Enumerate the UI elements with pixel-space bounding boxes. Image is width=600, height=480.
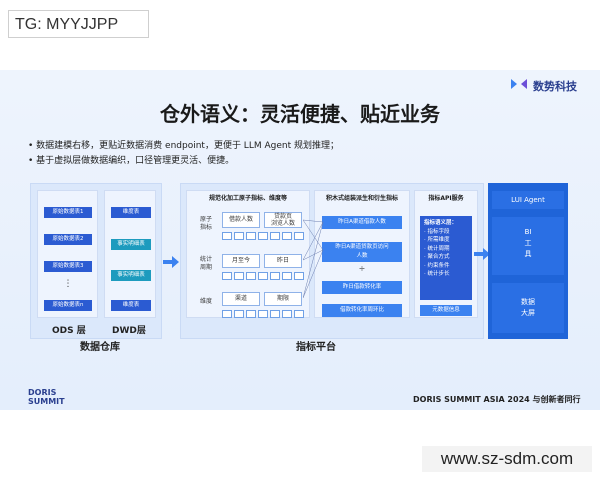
- doris-logo-line2: SUMMIT: [28, 397, 65, 406]
- footer-tagline: DORIS SUMMIT ASIA 2024 与创新者同行: [413, 395, 581, 404]
- dwd-fact-table-2: 事实明细表: [111, 270, 151, 281]
- dwd-fact-table-1: 事实明细表: [111, 239, 151, 250]
- api-column-title: 指标API服务: [428, 195, 464, 202]
- block-cell: [270, 272, 280, 280]
- arrow-right-icon: [163, 256, 179, 268]
- block-cell: [234, 232, 244, 240]
- bullet-2: • 基于虚拟层做数据编织，口径管理更灵活、便捷。: [28, 156, 235, 166]
- block-cell: [222, 310, 232, 318]
- derived-column-title: 积木式组装派生和衍生指标: [325, 195, 398, 202]
- dwd-label: DWD层: [112, 326, 146, 336]
- block-cell: [282, 272, 292, 280]
- consumer-lui-agent: LUI Agent: [492, 191, 564, 209]
- block-cell: [258, 272, 268, 280]
- row-label-atomic: 原子 指标: [199, 216, 212, 231]
- semantic-layer-heading: 指标语义层：: [424, 220, 458, 226]
- block-cell: [294, 310, 304, 318]
- block-cell: [234, 272, 244, 280]
- connector-lines: [303, 219, 324, 299]
- block-cell: [246, 272, 256, 280]
- consumer-dashboard: 数据 大屏: [492, 283, 564, 333]
- block-cell: [282, 310, 292, 318]
- dwd-dim-table-1: 维度表: [111, 207, 151, 218]
- block-cell: [246, 232, 256, 240]
- block-cell: [222, 272, 232, 280]
- dimension-channel: 渠道: [222, 292, 260, 306]
- consumer-bi-tool: BI 工 具: [492, 217, 564, 275]
- block-cell: [282, 232, 292, 240]
- arrow-right-icon: [474, 248, 490, 260]
- warehouse-section-label: 数据仓库: [80, 342, 120, 353]
- doris-logo-line1: DORIS: [28, 388, 57, 397]
- ods-label: ODS 层: [52, 326, 86, 336]
- brand-logo-icon: [511, 79, 527, 89]
- block-cell: [258, 310, 268, 318]
- block-cell: [270, 310, 280, 318]
- metadata-box: 元数据信息: [420, 305, 472, 316]
- site-watermark: www.sz-sdm.com: [422, 446, 592, 472]
- derived-a-channel-borrowers: 昨日A渠道借款人数: [322, 216, 402, 229]
- ods-table-1: 原始数据表1: [44, 207, 92, 218]
- row-label-period: 统计 周期: [199, 256, 212, 271]
- api-item-aggregation: · 聚合方式: [424, 254, 450, 260]
- doris-summit-logo: DORIS SUMMIT: [28, 388, 65, 406]
- block-cell: [258, 232, 268, 240]
- tg-label: TG: MYYJJPP: [8, 10, 149, 38]
- block-cell: [222, 232, 232, 240]
- divide-symbol: ÷: [358, 264, 366, 273]
- ods-ellipsis: ⋮: [63, 279, 73, 289]
- brand-name: 数势科技: [533, 80, 577, 93]
- block-cell: [234, 310, 244, 318]
- api-item-period: · 统计周期: [424, 245, 450, 252]
- atomic-metric-borrowers: 借款人数: [222, 212, 260, 228]
- api-item-step: · 统计步长: [424, 271, 450, 277]
- ods-table-n: 原始数据表n: [44, 300, 92, 311]
- derived-a-channel-page-visits: 昨日A渠道贷款页访问 人数: [322, 242, 402, 262]
- ods-table-2: 原始数据表2: [44, 234, 92, 245]
- dwd-dim-table-2: 维度表: [111, 300, 151, 311]
- period-month-to-date: 月至今: [222, 254, 260, 268]
- derived-conversion-rate: 昨日借款转化率: [322, 281, 402, 294]
- atomic-metric-page-visitors: 贷款页 浏览人数: [264, 212, 302, 228]
- semantic-layer-box: 指标语义层： · 指标字段 · 所需维度 · 统计周期 · 聚合方式 · 约束条…: [420, 216, 472, 300]
- slide-title: 仓外语义：灵活便捷、贴近业务: [160, 102, 440, 126]
- block-cell: [294, 272, 304, 280]
- platform-section-label: 指标平台: [296, 342, 336, 353]
- block-cell: [246, 310, 256, 318]
- api-item-constraint: · 约束条件: [424, 262, 450, 269]
- bullet-1: • 数据建模右移，更贴近数据消费 endpoint，更便于 LLM Agent …: [28, 141, 339, 151]
- api-item-dimension: · 所需维度: [424, 237, 450, 243]
- derived-conversion-wow: 借款转化率周环比: [322, 304, 402, 317]
- block-cell: [270, 232, 280, 240]
- atomic-column-title: 规范化加工原子指标、维度等: [208, 195, 287, 202]
- period-yesterday: 昨日: [264, 254, 302, 268]
- ods-table-3: 原始数据表3: [44, 261, 92, 272]
- block-cell: [294, 232, 304, 240]
- api-item-field: · 指标字段: [424, 228, 450, 235]
- row-label-dimension: 维度: [199, 298, 212, 305]
- dimension-term: 期限: [264, 292, 302, 306]
